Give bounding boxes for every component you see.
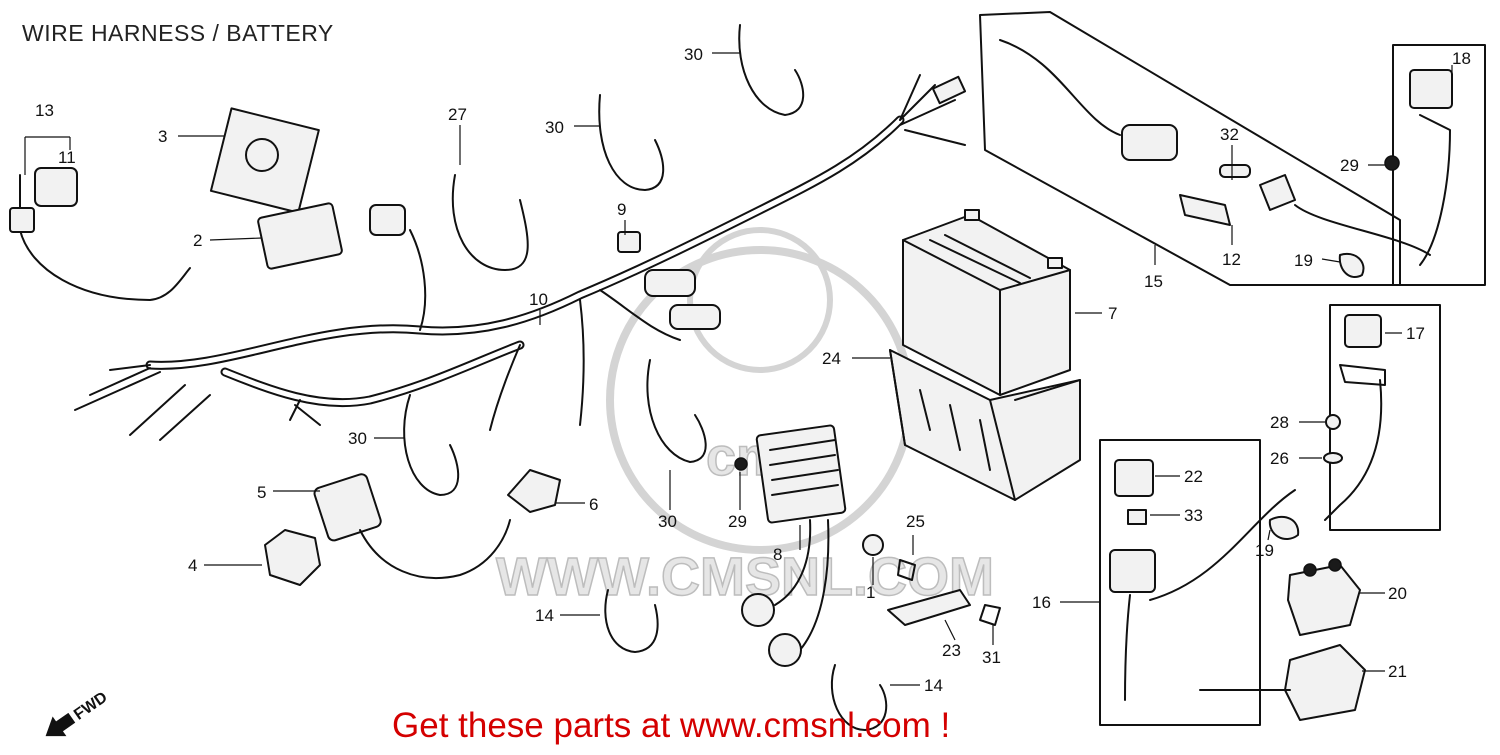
page-title: WIRE HARNESS / BATTERY (22, 20, 334, 46)
part-22-relay (1114, 459, 1154, 497)
callout-11: 11 (58, 148, 76, 167)
callout-31: 31 (982, 648, 1001, 667)
part-29-nut-b (1384, 155, 1400, 171)
watermark-logo-head (687, 227, 833, 373)
part-26-washer (1323, 452, 1343, 464)
callout-29-b: 29 (1340, 156, 1359, 175)
callout-19-b: 19 (1255, 541, 1274, 560)
part-33-fuse (1127, 509, 1147, 525)
callout-23: 23 (942, 641, 961, 660)
part-27-band (451, 174, 529, 271)
part-14-band-a (604, 589, 659, 653)
fwd-arrow: FWD (45, 689, 111, 737)
part-17-terminal-cover (1344, 314, 1382, 348)
leader-lines (24, 52, 1453, 686)
part-30-band-a (598, 94, 665, 191)
part-9-connector (617, 231, 641, 253)
part-8-regulator (741, 424, 847, 667)
callout-32: 32 (1220, 125, 1239, 144)
part-23-bracket (887, 589, 971, 626)
callout-14-b: 14 (924, 676, 943, 695)
footer-link-text[interactable]: Get these parts at www.cmsnl.com ! (392, 706, 951, 745)
callout-30-c: 30 (348, 429, 367, 448)
part-19-cap-a (1338, 252, 1365, 278)
callout-27: 27 (448, 105, 467, 124)
part-30-band-b (738, 24, 805, 116)
part-25-bolt (897, 559, 916, 581)
callout-12: 12 (1222, 250, 1241, 269)
callout-9: 9 (617, 200, 626, 219)
callout-24: 24 (822, 349, 841, 368)
callout-21: 21 (1388, 662, 1407, 681)
callout-33: 33 (1184, 506, 1203, 525)
fwd-arrow-icon (45, 712, 76, 737)
callout-16: 16 (1032, 593, 1051, 612)
part-12-fuse-cover (1179, 194, 1231, 226)
callout-22: 22 (1184, 467, 1203, 486)
part-29-nut-a (734, 457, 748, 471)
part-6-plug-cap (507, 469, 561, 513)
part-11-coupler (9, 167, 191, 301)
callout-labels: 13 11 3 2 27 30 30 9 10 30 5 6 4 30 29 8… (35, 45, 1471, 695)
callout-28: 28 (1270, 413, 1289, 432)
wire-harness-10 (74, 74, 967, 441)
callout-29-a: 29 (728, 512, 747, 531)
callout-15: 15 (1144, 272, 1163, 291)
callout-20: 20 (1388, 584, 1407, 603)
callout-19-a: 19 (1294, 251, 1313, 270)
callout-6: 6 (589, 495, 598, 514)
callout-13: 13 (35, 101, 54, 120)
part-18-relay (1409, 69, 1453, 109)
callout-18: 18 (1452, 49, 1471, 68)
callout-8: 8 (773, 545, 782, 564)
watermark-url: WWW.CMSNL.COM (496, 547, 994, 607)
callout-30-a: 30 (684, 45, 703, 64)
callout-5: 5 (257, 483, 266, 502)
part-28-nut (1325, 414, 1341, 430)
callout-14-a: 14 (535, 606, 554, 625)
part-16-box (1109, 549, 1156, 593)
callout-26: 26 (1270, 449, 1289, 468)
part-19-cap-b (1268, 515, 1300, 540)
part-20-starter-relay (1287, 558, 1361, 636)
part-3-unit (209, 107, 320, 214)
callout-17: 17 (1406, 324, 1425, 343)
callout-30-d: 30 (658, 512, 677, 531)
part-21-relay-cover (1199, 644, 1366, 721)
part-1-grommet (862, 534, 884, 556)
callout-7: 7 (1108, 304, 1117, 323)
part-30-band-c (403, 394, 460, 496)
part-15-fuse-assembly (979, 11, 1431, 286)
part-24-battery-box (889, 349, 1081, 501)
part-5-coil (313, 473, 382, 542)
part-7-battery (902, 209, 1071, 396)
fwd-label: FWD (71, 689, 111, 724)
part-14-band-b (830, 664, 888, 731)
part-2-unit (257, 202, 343, 270)
callout-3: 3 (158, 127, 167, 146)
part-30-band-d (646, 359, 707, 463)
part-31-bolt (979, 604, 1001, 626)
callout-10: 10 (529, 290, 548, 309)
callout-2: 2 (193, 231, 202, 250)
callout-30-b: 30 (545, 118, 564, 137)
callout-1: 1 (866, 583, 875, 602)
callout-25: 25 (906, 512, 925, 531)
callout-4: 4 (188, 556, 197, 575)
part-4-boot (264, 529, 321, 586)
